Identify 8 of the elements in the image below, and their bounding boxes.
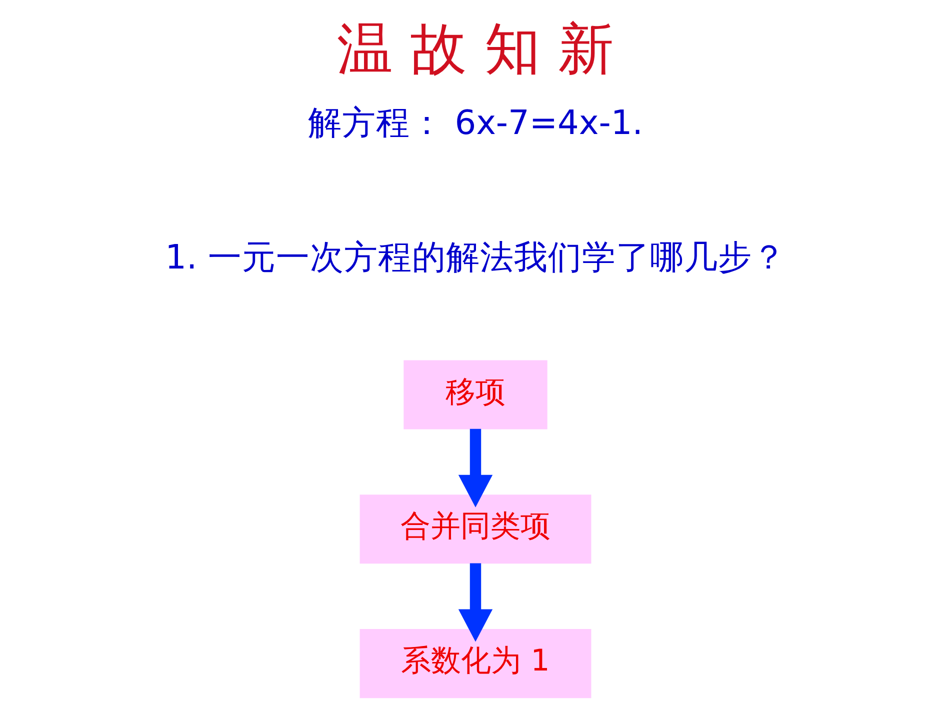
node-box: 系数化为 1: [359, 629, 591, 698]
arrow: [458, 563, 492, 642]
node-box: 合并同类项: [359, 494, 591, 564]
diagram-title: 温 故 知 新: [336, 17, 614, 82]
label: 1. 一元一次方程的解法我们学了哪几步？: [164, 238, 786, 277]
arrow: [458, 428, 492, 508]
node-box: 移项: [403, 360, 547, 430]
label: 解方程： 6x-7=4x-1.: [308, 103, 642, 142]
